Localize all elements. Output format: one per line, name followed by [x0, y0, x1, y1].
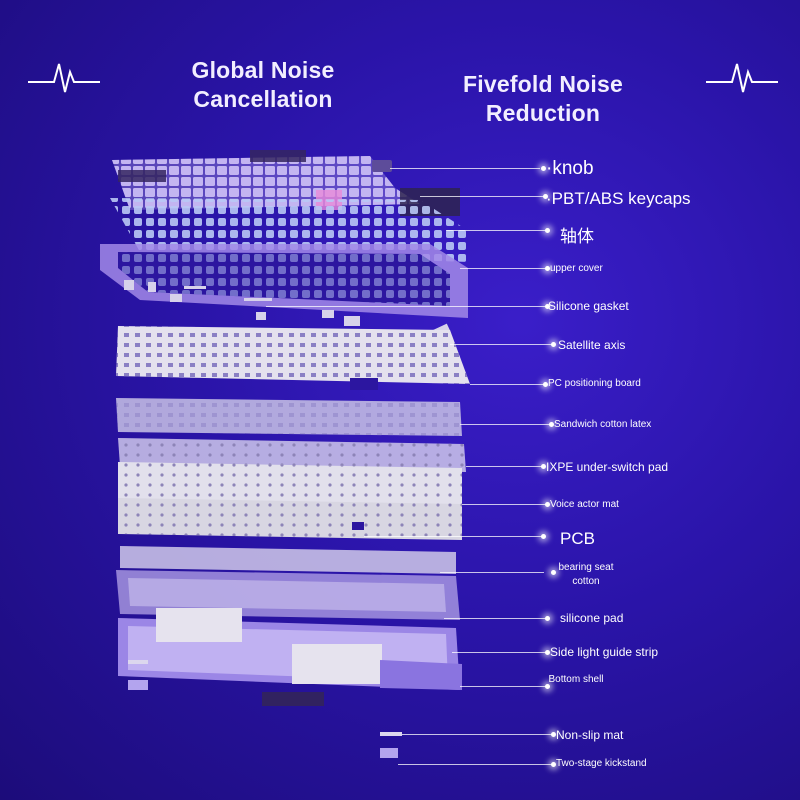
- heading-fivefold-noise-reduction: Fivefold Noise Reduction: [463, 71, 623, 126]
- label-two-stage-kickstand: Two-stage kickstand: [556, 758, 647, 769]
- bearing-seat-cotton-layer: [120, 546, 456, 574]
- label-satellite-axis: Satellite axis: [558, 338, 626, 352]
- upper-cover-layer: [100, 244, 468, 318]
- label-switches: 轴体: [560, 227, 594, 246]
- label-keycaps: ·PBT/ABS keycaps: [546, 189, 691, 208]
- label-voice-actor-mat: Voice actor mat: [550, 499, 619, 510]
- label-knob: ·knob: [546, 158, 594, 179]
- heading-global-noise-cancellation: Global Noise Cancellation: [191, 57, 335, 112]
- label-bearing-seat-cotton: bearing seat cotton: [558, 562, 614, 587]
- knob-shape: [372, 160, 392, 172]
- pc-positioning-board-layer: [116, 326, 470, 390]
- label-non-slip-mat: Non-slip mat: [556, 728, 624, 742]
- label-upper-cover: upper cover: [550, 263, 603, 274]
- label-ixpe-pad: IXPE under-switch pad: [546, 460, 669, 474]
- label-bottom-shell: Bottom shell: [548, 674, 604, 685]
- label-pcb: PCB: [560, 529, 595, 548]
- label-silicone-gasket: Silicone gasket: [548, 299, 629, 313]
- label-pc-positioning-board: PC positioning board: [548, 378, 641, 389]
- label-sandwich-cotton-latex: Sandwich cotton latex: [554, 419, 652, 430]
- heartbeat-pulse-icon: [706, 63, 778, 93]
- label-side-light-guide-strip: Side light guide strip: [550, 645, 659, 659]
- heartbeat-pulse-icon: [28, 63, 100, 93]
- label-silicone-pad: silicone pad: [560, 611, 624, 625]
- bottom-shell-layer: [118, 608, 462, 690]
- feet-and-kickstand-layer: [128, 660, 402, 758]
- silicone-pad-layer: [116, 570, 460, 620]
